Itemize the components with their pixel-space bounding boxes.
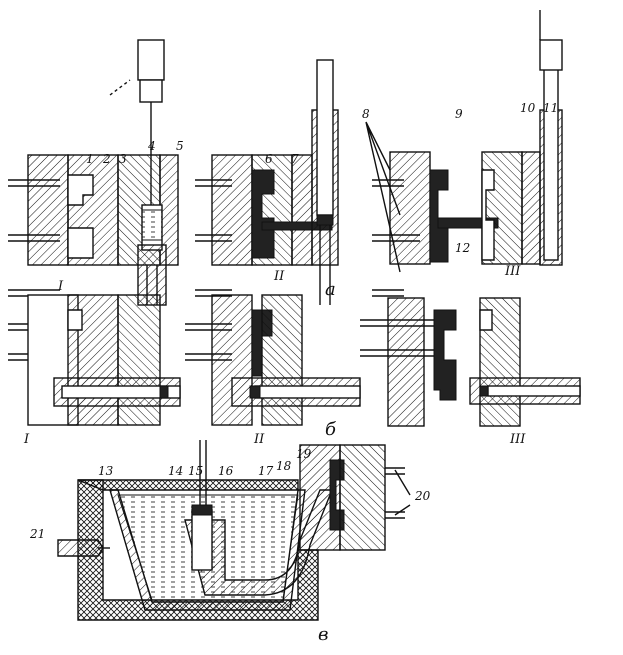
label-12: 12 (455, 241, 470, 255)
label-4: 4 (147, 139, 156, 153)
label-5: 5 (176, 139, 184, 153)
label-8: 8 (362, 107, 370, 121)
label-7: 7 (291, 152, 299, 166)
stage-label-II-a: II (273, 269, 285, 284)
stage-label-III-a: III (504, 264, 521, 279)
label-2: 2 (102, 152, 111, 166)
label-21: 21 (29, 527, 45, 541)
label-1: 1 (86, 152, 94, 166)
label-14: 14 (168, 464, 183, 478)
label-18: 18 (276, 459, 292, 473)
label-16: 16 (218, 464, 234, 478)
stage-label-II-b: II (253, 432, 265, 447)
label-19: 19 (296, 447, 312, 461)
row-b-stage-2: II б (185, 294, 361, 447)
stage-label-I-b: I (23, 432, 30, 447)
stage-label-I-a: I (57, 279, 64, 294)
view-label-c: в (318, 624, 328, 645)
label-6: 6 (265, 152, 273, 166)
row-a-stage-2: 6 7 II а (195, 59, 339, 305)
view-label-a: а (325, 279, 336, 300)
label-20: 20 (414, 489, 431, 503)
view-label-b: б (325, 419, 337, 440)
label-13: 13 (98, 464, 114, 478)
label-11: 11 (543, 101, 558, 115)
label-15: 15 (188, 464, 203, 478)
label-10: 10 (520, 101, 536, 115)
row-b-stage-3: III (360, 297, 581, 447)
row-c-hot-chamber: 13 14 15 16 17 18 19 20 21 в (29, 440, 431, 645)
stage-label-III-b: III (509, 432, 526, 447)
label-3: 3 (119, 152, 127, 166)
label-9: 9 (455, 107, 463, 121)
row-b-stage-1: I (8, 294, 181, 447)
row-a-stage-3: 8 9 10 11 12 III (362, 10, 563, 297)
row-a-stage-1: 1 2 3 4 5 I (8, 39, 184, 306)
label-17: 17 (258, 464, 274, 478)
